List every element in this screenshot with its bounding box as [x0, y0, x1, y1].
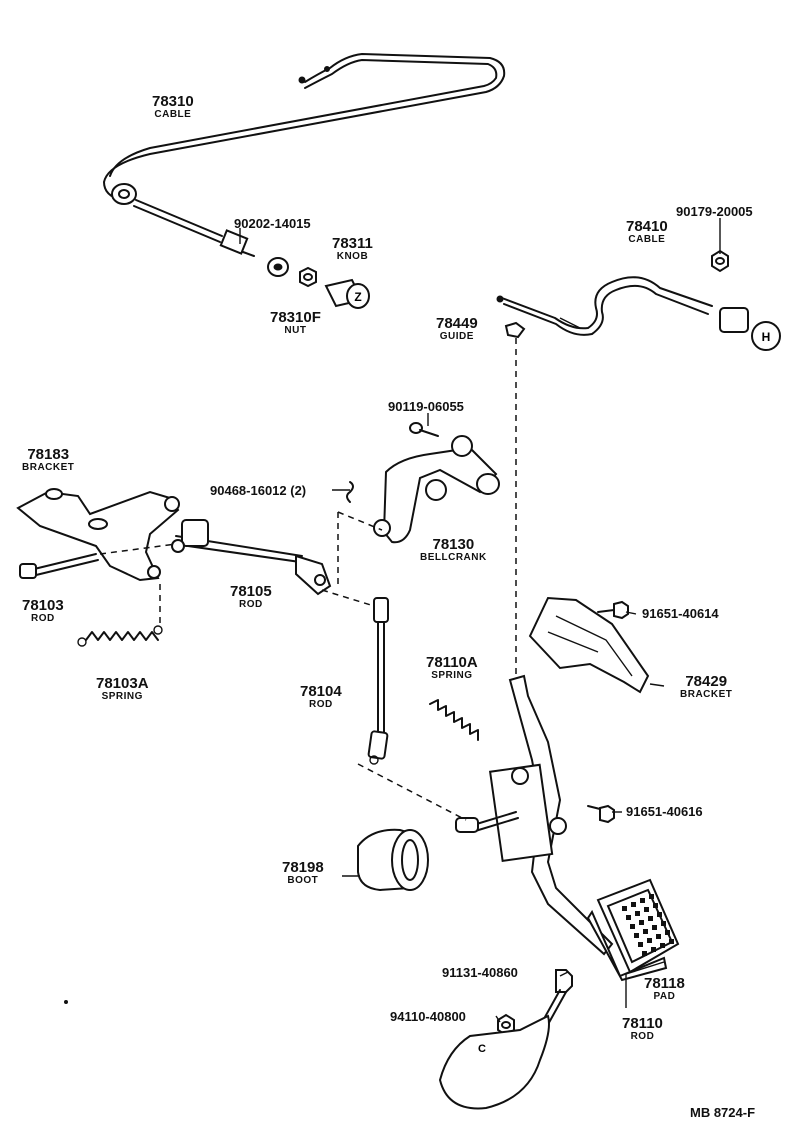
pad-tread-dot	[626, 915, 631, 920]
label-90179-20005: 90179-20005	[676, 204, 753, 219]
pad-tread-dot	[639, 920, 644, 925]
pad-tread-dot	[622, 906, 627, 911]
pad-tread-dot	[642, 951, 647, 956]
pad-tread-dot	[638, 942, 643, 947]
pad-tread-dot	[644, 907, 649, 912]
pad-tread-dot	[665, 930, 670, 935]
pad-tread-dot	[657, 912, 662, 917]
bellcrank-78130	[373, 435, 500, 544]
pad-tread-dot	[640, 898, 645, 903]
knob-letter-z: Z	[354, 290, 361, 304]
cable-78310	[103, 53, 506, 257]
pad-tread-dot	[630, 924, 635, 929]
nut-90179-20005	[711, 249, 729, 273]
knob-78311: Z	[324, 278, 370, 309]
rod-78104	[367, 597, 389, 765]
pad-tread-dot	[652, 925, 657, 930]
stopper-letter-c: C	[478, 1043, 486, 1055]
pad-tread-dot	[647, 938, 652, 943]
pad-tread-dot	[669, 939, 674, 944]
knob-letter-h: H	[762, 330, 771, 344]
guide-78449	[504, 321, 526, 339]
cable-78410: H	[496, 276, 781, 351]
nut-78310f	[299, 266, 317, 288]
label-90202-14015: 90202-14015	[234, 216, 311, 231]
footer-code: MB 8724-F	[690, 1105, 756, 1120]
pad-tread-dot	[656, 934, 661, 939]
pad-tread-dot	[653, 903, 658, 908]
pad-tread-dot	[648, 916, 653, 921]
spring-78103a	[77, 625, 163, 647]
pad-tread-dot	[635, 911, 640, 916]
pad-78118	[586, 878, 680, 982]
label-91651-40616: 91651-40616	[626, 804, 703, 819]
label-91131-40860: 91131-40860	[442, 965, 518, 980]
connection-lines	[99, 338, 517, 821]
bracket-78183	[16, 488, 180, 582]
pad-tread-dot	[661, 921, 666, 926]
washer-90202-14015	[267, 257, 289, 277]
pedal-78110	[455, 674, 614, 956]
label-90119-06055: 90119-06055	[388, 399, 464, 414]
pad-tread-dot	[651, 947, 656, 952]
bolt-91651-40616	[587, 804, 615, 824]
pad-tread-dot	[660, 943, 665, 948]
bracket-78429	[528, 596, 650, 694]
pad-tread-dot	[634, 933, 639, 938]
label-94110-40800: 94110-40800	[390, 1009, 466, 1024]
label-91651-40614: 91651-40614	[642, 606, 719, 621]
bolt-90119-06055	[409, 422, 439, 437]
leader-lines	[239, 218, 721, 1023]
bolt-91651-40614	[597, 600, 629, 620]
rod-78103	[19, 553, 99, 579]
boot-78198	[357, 828, 429, 892]
spring-78110a	[429, 699, 479, 741]
clip-90468-16012	[346, 481, 354, 503]
pad-tread-dot	[643, 929, 648, 934]
pad-tread-dot	[649, 894, 654, 899]
label-90468-16012: 90468-16012 (2)	[210, 483, 307, 498]
nut-94110-40800	[497, 1013, 515, 1037]
stopper-plate: C	[438, 1014, 550, 1110]
pad-tread-dot	[631, 902, 636, 907]
